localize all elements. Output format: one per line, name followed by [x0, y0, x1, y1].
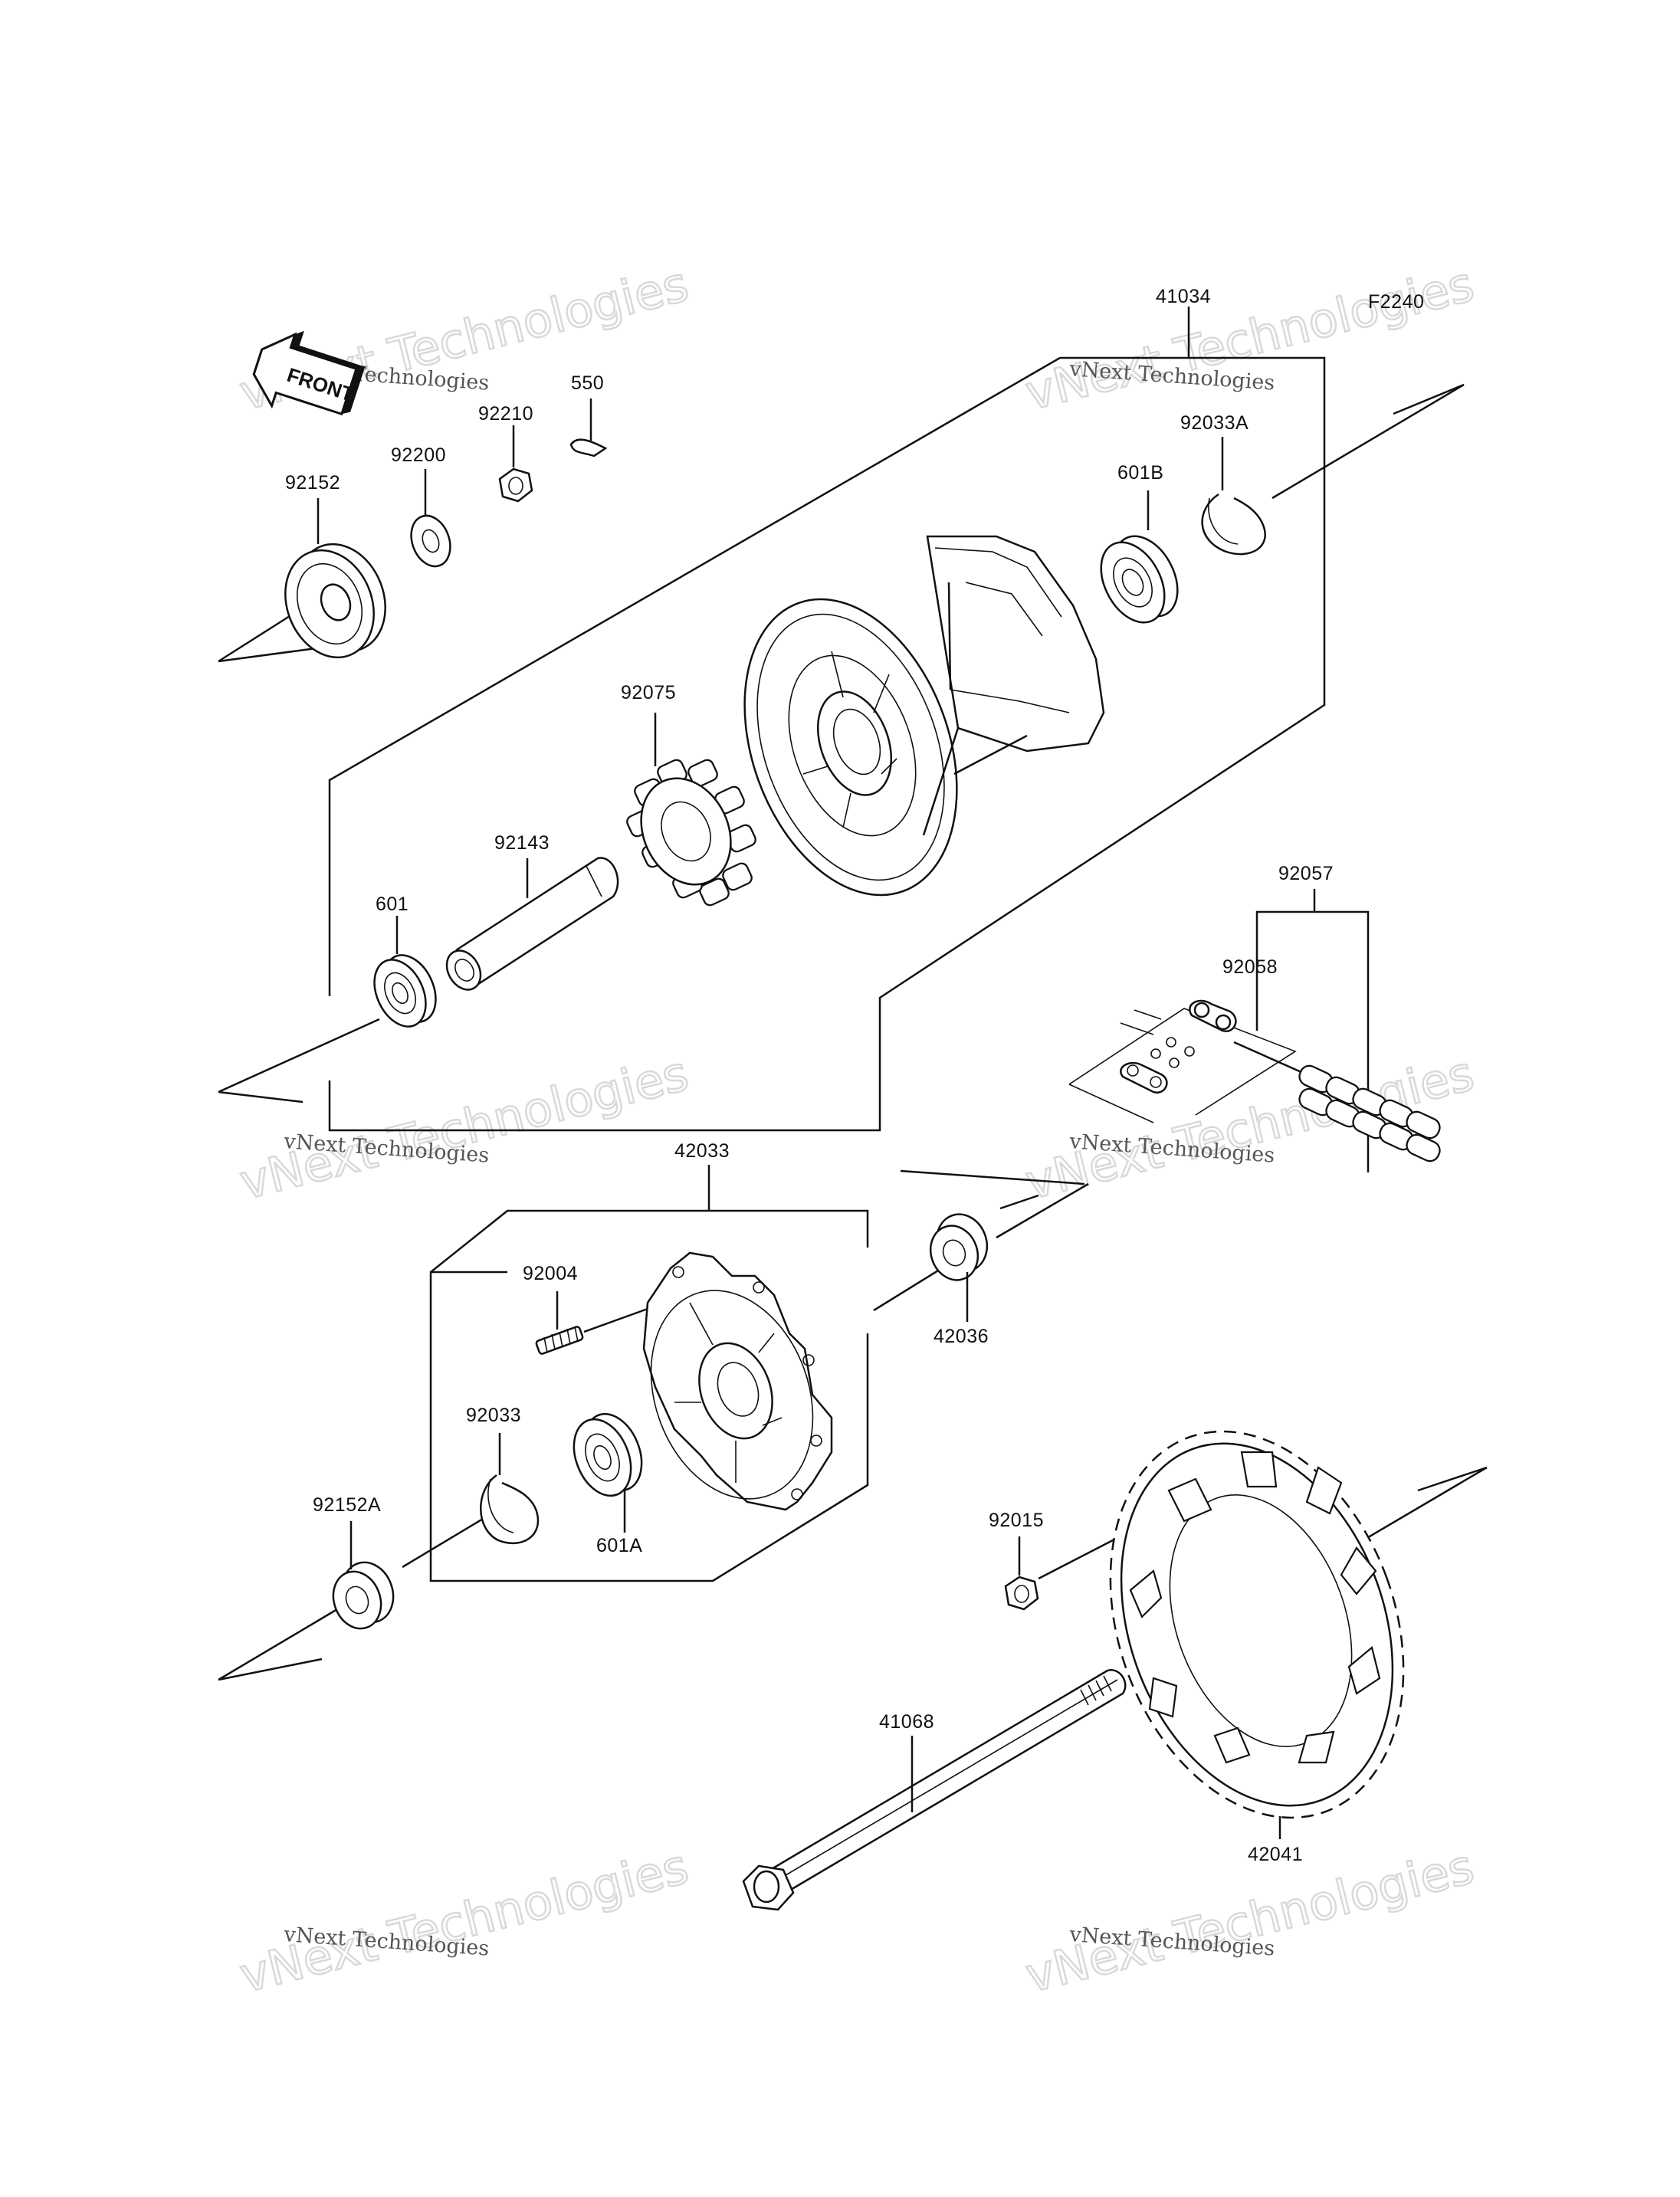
label-92004: 92004: [523, 1263, 578, 1284]
figure-code: F2240: [1368, 291, 1424, 313]
label-92075: 92075: [621, 682, 676, 703]
part-92004-stud: 92004: [523, 1263, 648, 1355]
label-601: 601: [376, 894, 409, 915]
part-92210-nut: 92210: [478, 403, 533, 503]
label-92057: 92057: [1278, 863, 1334, 884]
part-42033-coupling: 42033: [642, 1140, 833, 1511]
label-92058: 92058: [1222, 956, 1278, 978]
front-arrow-icon: FRONT: [252, 330, 366, 416]
part-550-cotter-pin: 550: [569, 372, 608, 457]
part-41034-wheel-hub: [743, 535, 1105, 897]
label-42036: 42036: [934, 1326, 989, 1347]
part-41068-axle: 41068: [742, 1668, 1127, 1911]
part-42041-sprocket: 42041: [1109, 1430, 1405, 1865]
label-42041: 42041: [1248, 1844, 1303, 1865]
part-42036-collar: 42036: [929, 1213, 989, 1347]
svg-text:vNext Technologies: vNext Technologies: [235, 1045, 694, 1211]
label-42033: 42033: [674, 1140, 730, 1162]
label-41068: 41068: [879, 1711, 934, 1733]
label-92033A: 92033A: [1180, 412, 1249, 434]
part-92033A-snap-ring: 92033A: [1180, 412, 1266, 556]
label-92200: 92200: [391, 444, 446, 466]
label-92210: 92210: [478, 403, 533, 425]
watermark-top-right: vNext Technologies vNext Technologies: [1019, 255, 1480, 422]
label-92152A: 92152A: [313, 1494, 381, 1516]
watermark-middle-left: vNext Technologies vNext Technologies: [234, 1044, 694, 1212]
part-92152-collar: 92152: [284, 472, 386, 659]
label-92143: 92143: [494, 832, 550, 854]
label-601A: 601A: [596, 1535, 642, 1556]
label-550: 550: [571, 372, 604, 394]
svg-text:vNext Technologies: vNext Technologies: [1020, 256, 1479, 421]
svg-text:vNext Technologies: vNext Technologies: [235, 1838, 694, 2004]
label-92033: 92033: [466, 1405, 521, 1426]
part-92033-snap-ring: 92033: [466, 1405, 540, 1544]
part-92143-collar-tube: 92143: [445, 832, 619, 991]
label-601B: 601B: [1117, 462, 1163, 484]
label-92015: 92015: [989, 1510, 1044, 1531]
wheel-assembly-outline: [218, 356, 1465, 1132]
part-92200-washer: 92200: [391, 444, 451, 568]
part-92057-chain: 92057 92058: [1068, 863, 1441, 1172]
part-601-bearing: 601: [373, 894, 437, 1028]
part-601B-bearing: 601B: [1100, 462, 1179, 624]
part-92075-damper: 92075: [621, 682, 756, 907]
part-601A-bearing: 601A: [573, 1412, 643, 1556]
label-92152: 92152: [285, 472, 340, 494]
part-92152A-collar: 92152A: [313, 1494, 395, 1630]
watermark-bottom-left: vNext Technologies vNext Technologies: [234, 1838, 694, 2005]
label-41034: 41034: [1156, 286, 1211, 307]
